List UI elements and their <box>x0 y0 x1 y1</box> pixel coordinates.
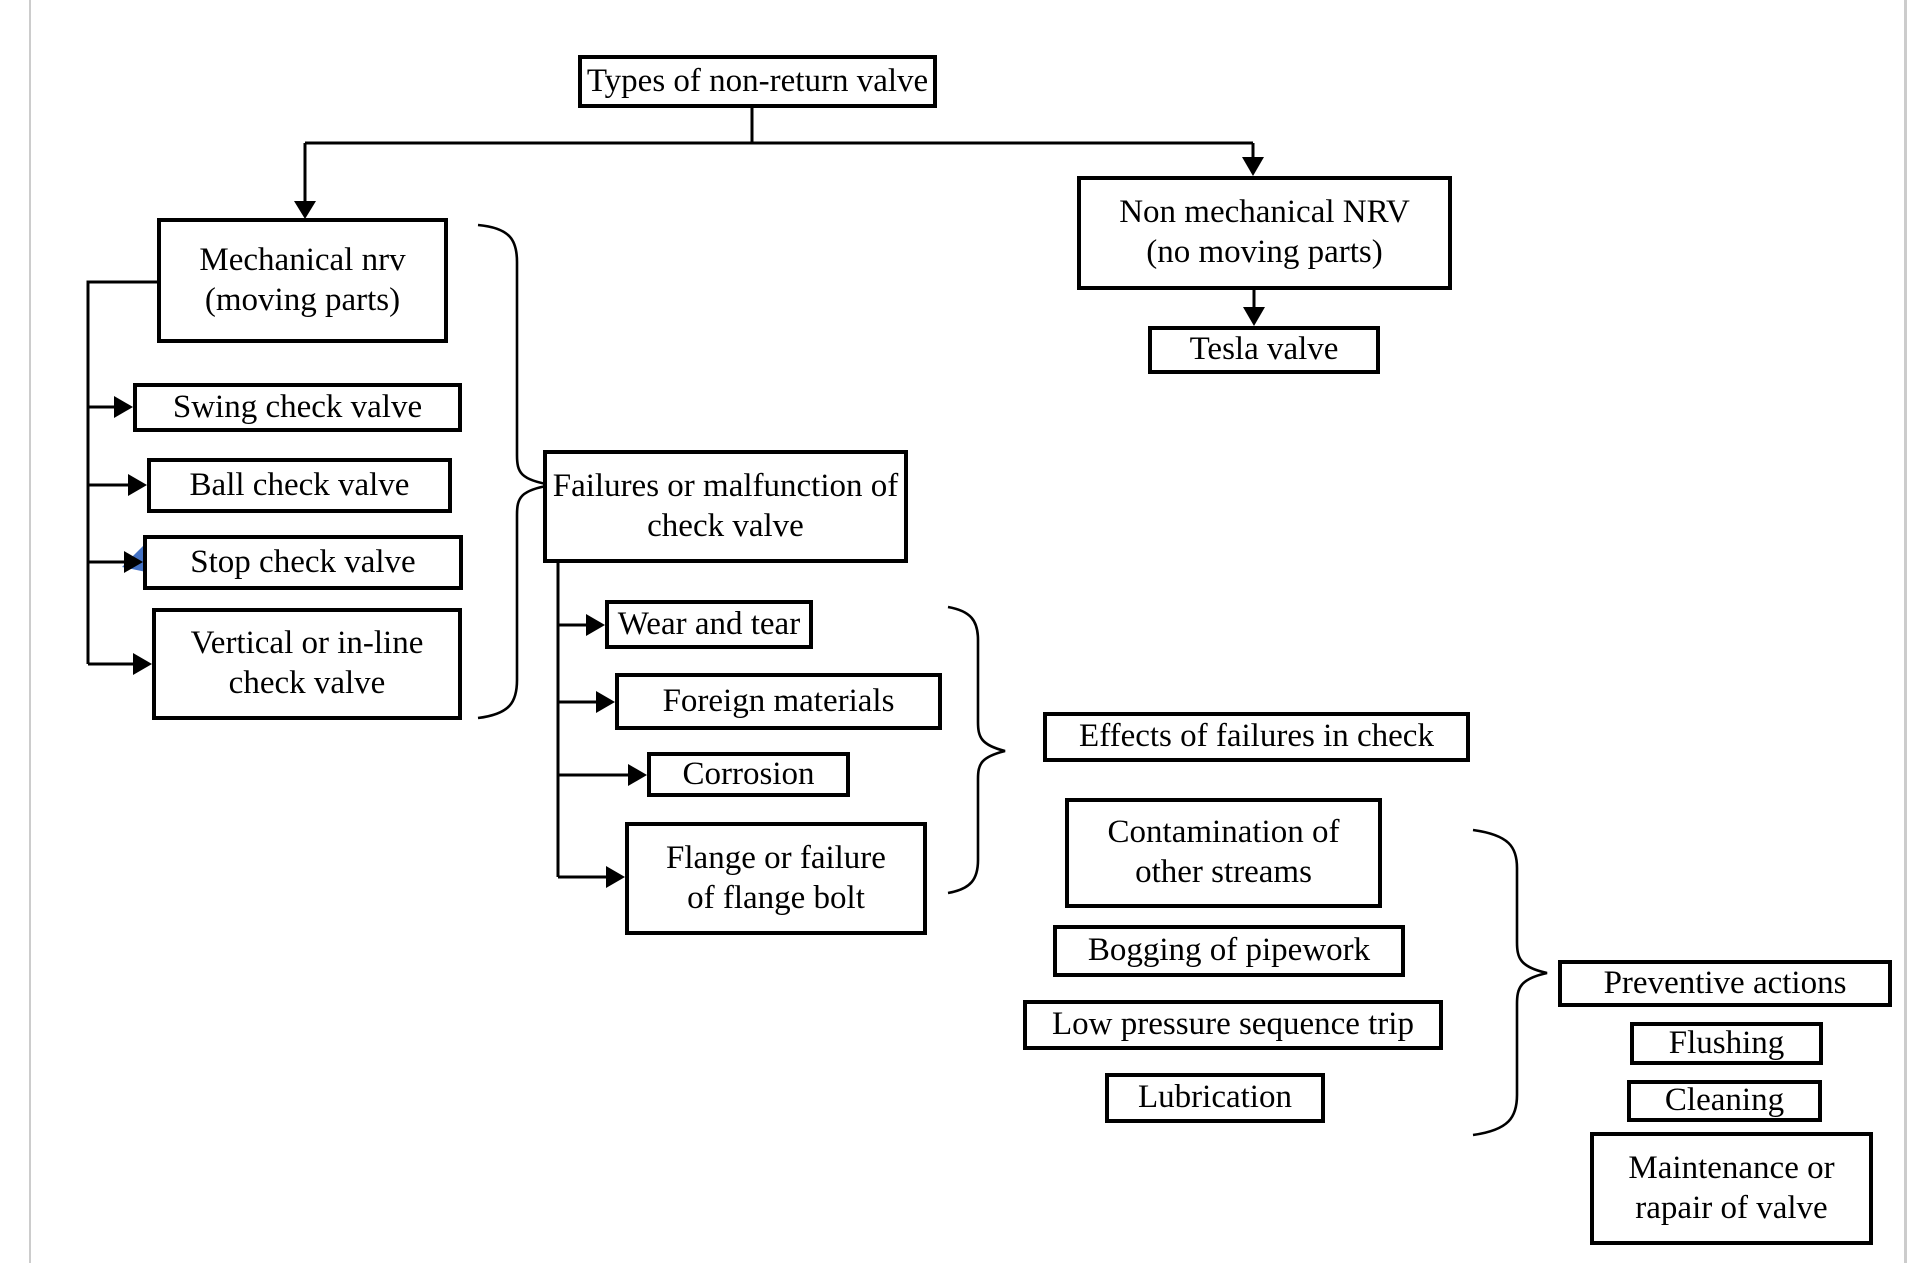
box-types-of-non-return-valve: Types of non-return valve <box>578 55 937 108</box>
arrowhead-right-stop-icon <box>124 551 143 573</box>
box-vertical-inline-check-valve: Vertical or in-line check valve <box>152 608 462 720</box>
box-foreign-materials: Foreign materials <box>615 673 942 730</box>
connector-mechanical-trunk <box>86 280 157 664</box>
box-cleaning: Cleaning <box>1627 1080 1822 1122</box>
box-failures-or-malfunction: Failures or malfunction of check valve <box>543 450 908 563</box>
box-bogging-of-pipework: Bogging of pipework <box>1053 925 1405 977</box>
box-low-pressure-sequence-trip: Low pressure sequence trip <box>1023 1000 1443 1050</box>
box-tesla-valve: Tesla valve <box>1148 326 1380 374</box>
arrowhead-down-nonmechanical-icon <box>1242 157 1264 176</box>
curly-brace-mechanical-group <box>477 223 553 720</box>
box-flushing: Flushing <box>1630 1022 1823 1065</box>
arrowhead-right-corrosion-icon <box>628 764 647 786</box>
box-flange-failure: Flange or failure of flange bolt <box>625 822 927 935</box>
box-swing-check-valve: Swing check valve <box>133 383 462 432</box>
box-maintenance-repair: Maintenance or rapair of valve <box>1590 1132 1873 1245</box>
box-lubrication: Lubrication <box>1105 1073 1325 1123</box>
box-stop-check-valve: Stop check valve <box>143 535 463 590</box>
box-preventive-actions: Preventive actions <box>1558 960 1892 1007</box>
arrowhead-down-mechanical-icon <box>294 201 316 219</box>
arrowhead-down-tesla-icon <box>1243 307 1265 326</box>
box-contamination-other-streams: Contamination of other streams <box>1065 798 1382 908</box>
arrowhead-right-wear-icon <box>586 614 605 636</box>
arrowhead-right-swing-icon <box>114 396 133 418</box>
box-effects-of-failures: Effects of failures in check <box>1043 712 1470 762</box>
box-corrosion: Corrosion <box>647 752 850 797</box>
arrowhead-right-flange-icon <box>606 866 625 888</box>
arrowhead-right-foreign-icon <box>596 691 615 713</box>
page-edge-left <box>29 0 31 1263</box>
box-wear-and-tear: Wear and tear <box>605 600 813 649</box>
page-edge-right <box>1904 0 1907 1263</box>
curly-brace-failure-causes <box>947 605 1006 895</box>
box-mechanical-nrv: Mechanical nrv (moving parts) <box>157 218 448 343</box>
arrowhead-right-ball-icon <box>128 474 147 496</box>
box-non-mechanical-nrv: Non mechanical NRV (no moving parts) <box>1077 176 1452 290</box>
box-ball-check-valve: Ball check valve <box>147 458 452 513</box>
curly-brace-effects-group <box>1472 828 1548 1137</box>
arrowhead-right-vertical-icon <box>133 653 152 675</box>
